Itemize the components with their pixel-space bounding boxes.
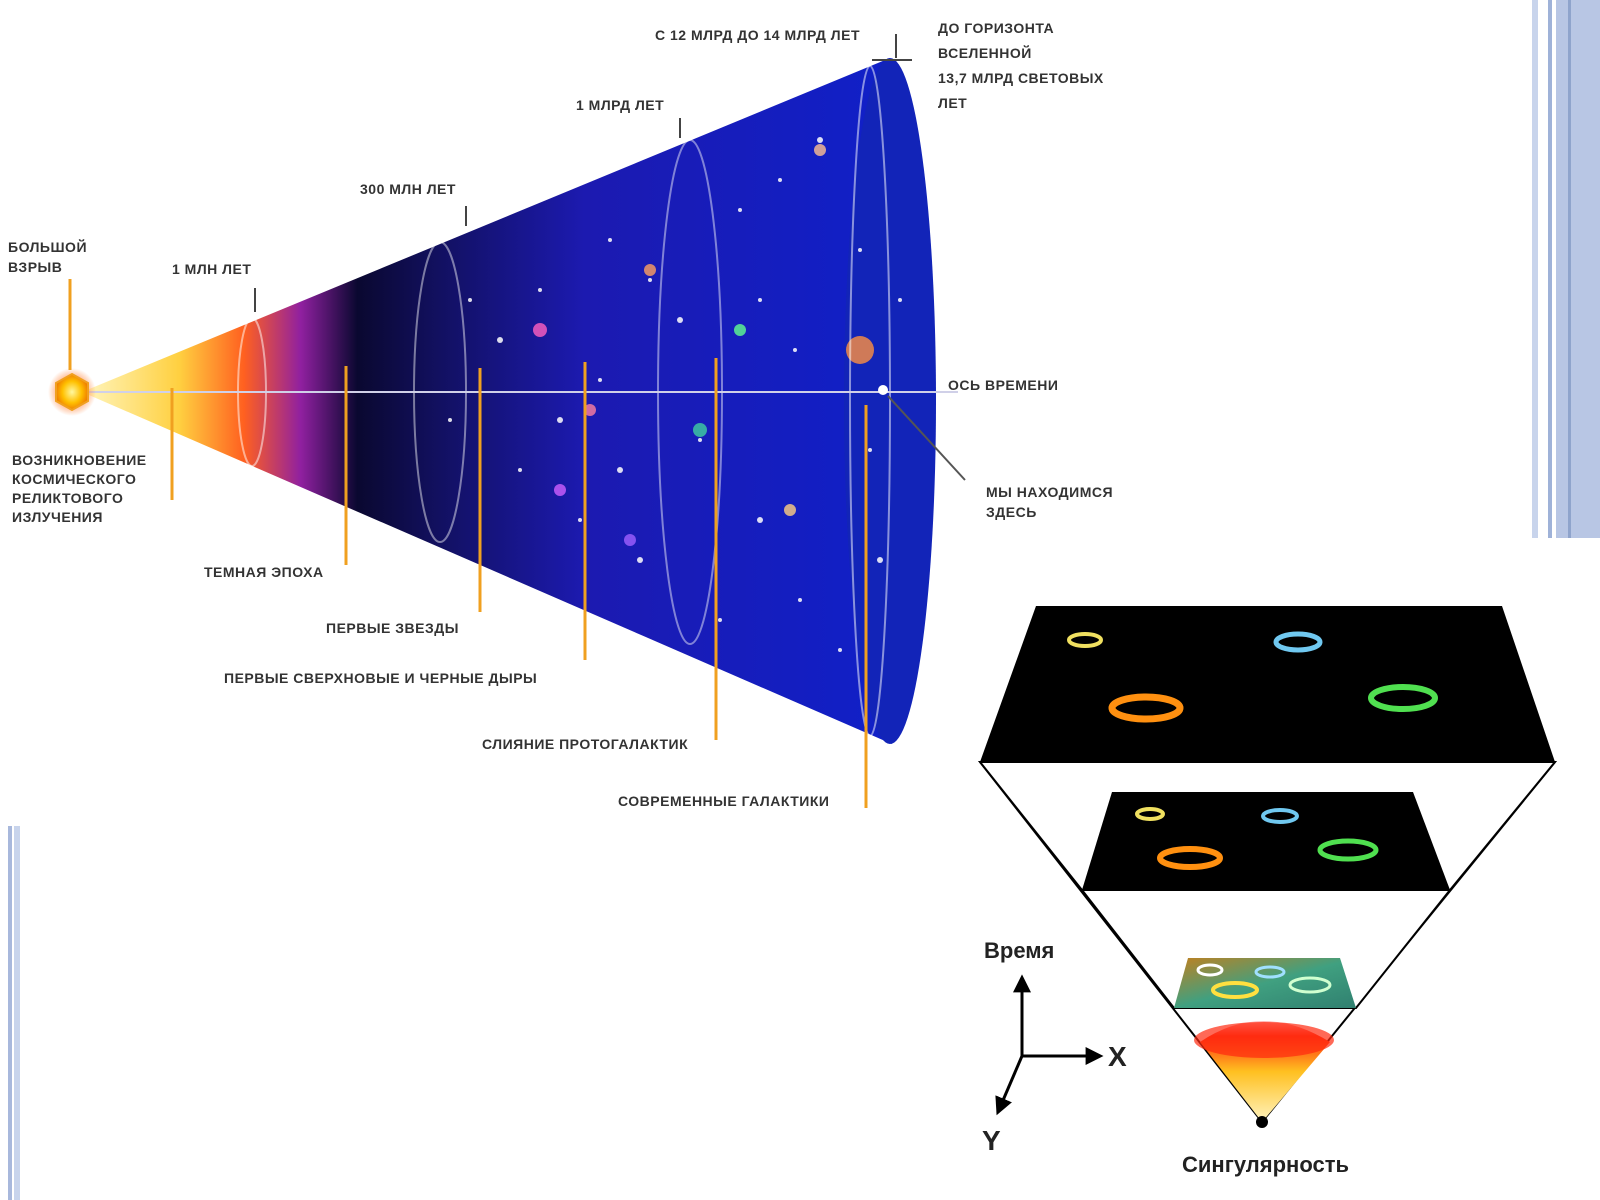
we-are-here-pointer <box>887 395 966 481</box>
slab-middle-galaxies <box>1135 807 1379 870</box>
star-field <box>448 137 902 652</box>
shell-now <box>849 65 891 737</box>
label-12-14gyr: С 12 МЛРД ДО 14 МЛРД ЛЕТ <box>655 27 860 43</box>
label-horizon-4: ЛЕТ <box>938 95 967 111</box>
expansion-diagram: Время X Y Сингулярность <box>977 606 1558 1177</box>
label-horizon-1: ДО ГОРИЗОНТА <box>938 20 1054 36</box>
label-y-axis: Y <box>982 1125 1001 1156</box>
slab-middle <box>1082 792 1450 890</box>
axes <box>995 974 1104 1116</box>
galaxy-blobs <box>533 144 874 546</box>
singularity-flare <box>1194 1022 1334 1058</box>
label-we-are-here-2: ЗДЕСЬ <box>986 504 1037 520</box>
label-singularity: Сингулярность <box>1182 1152 1349 1177</box>
label-dark-age: ТЕМНАЯ ЭПОХА <box>204 564 324 580</box>
label-1myr: 1 МЛН ЛЕТ <box>172 261 251 277</box>
label-x-axis: X <box>1108 1041 1127 1072</box>
slide-frame-top-right <box>1532 0 1600 538</box>
slide-frame-bottom-left <box>8 826 20 1200</box>
we-are-here-dot <box>878 385 888 395</box>
label-cmb-1: ВОЗНИКНОВЕНИЕ <box>12 452 147 468</box>
label-1gyr: 1 МЛРД ЛЕТ <box>576 97 664 113</box>
label-time-axis: ОСЬ ВРЕМЕНИ <box>948 377 1058 393</box>
slab-top-galaxies <box>1067 631 1438 723</box>
label-supernovae: ПЕРВЫЕ СВЕРХНОВЫЕ И ЧЕРНЫЕ ДЫРЫ <box>224 670 537 686</box>
leader-lines <box>68 279 868 808</box>
label-horizon-3: 13,7 МЛРД СВЕТОВЫХ <box>938 70 1104 86</box>
label-big-bang-1: БОЛЬШОЙ <box>8 238 87 255</box>
label-first-stars: ПЕРВЫЕ ЗВЕЗДЫ <box>326 620 459 636</box>
label-we-are-here-1: МЫ НАХОДИМСЯ <box>986 484 1113 500</box>
label-protogalaxies: СЛИЯНИЕ ПРОТОГАЛАКТИК <box>482 736 688 752</box>
slab-bottom-galaxies <box>1196 963 1332 999</box>
label-time: Время <box>984 938 1054 963</box>
slab-top <box>980 606 1555 762</box>
label-horizon-2: ВСЕЛЕННОЙ <box>938 44 1032 61</box>
label-cmb-3: РЕЛИКТОВОГО <box>12 490 123 506</box>
label-modern-galaxies: СОВРЕМЕННЫЕ ГАЛАКТИКИ <box>618 793 829 809</box>
label-big-bang-2: ВЗРЫВ <box>8 259 62 275</box>
y-axis-arrow <box>995 1055 1024 1116</box>
label-cmb-4: ИЗЛУЧЕНИЯ <box>12 509 103 525</box>
label-300myr: 300 МЛН ЛЕТ <box>360 181 456 197</box>
universe-cone <box>82 58 936 744</box>
tick-lines <box>254 34 912 312</box>
label-cmb-2: КОСМИЧЕСКОГО <box>12 471 136 487</box>
big-bang-icon <box>55 372 89 412</box>
singularity-point <box>1256 1116 1268 1128</box>
